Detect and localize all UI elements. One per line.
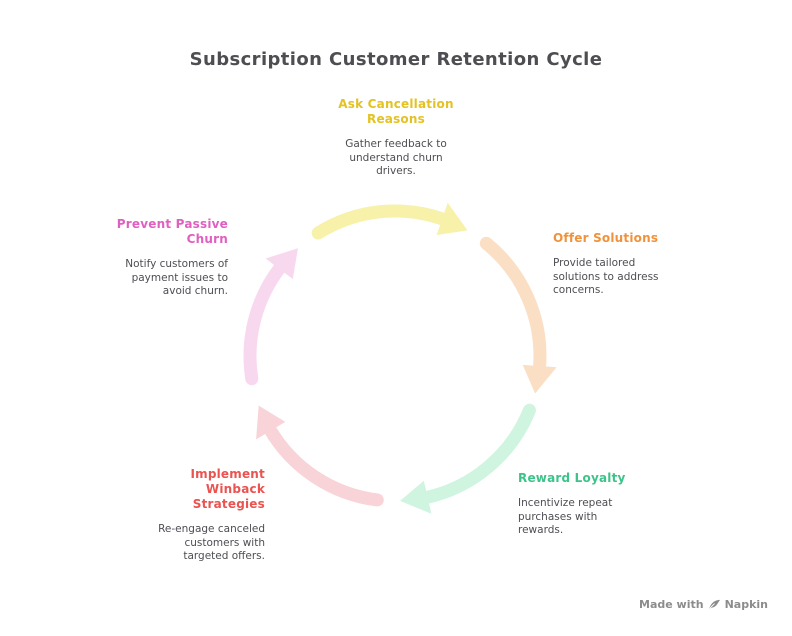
cycle-arrowhead-prevent-passive-churn (265, 248, 298, 279)
node-prevent-passive-churn: Prevent Passive Churn Notify customers o… (58, 217, 228, 299)
cycle-arrow-offer-solutions (479, 236, 547, 376)
node-description-reward-loyalty: Incentivize repeat purchases with reward… (518, 497, 613, 536)
node-title-ask-cancellation-reasons: Ask Cancellation Reasons (338, 97, 454, 126)
cycle-arrowhead-ask-cancellation-reasons (436, 202, 468, 235)
node-offer-solutions: Offer Solutions Provide tailored solutio… (553, 231, 698, 298)
diagram-title: Subscription Customer Retention Cycle (189, 49, 603, 70)
cycle-arrowhead-implement-winback-strategies (256, 405, 286, 440)
node-ask-cancellation-reasons: Ask Cancellation Reasons Gather feedback… (306, 97, 486, 179)
cycle-arrow-implement-winback-strategies (262, 422, 384, 507)
node-description-ask-cancellation-reasons: Gather feedback to understand churn driv… (345, 138, 447, 177)
node-description-implement-winback-strategies: Re-engage canceled customers with target… (158, 523, 265, 562)
node-title-reward-loyalty: Reward Loyalty (518, 471, 626, 485)
node-implement-winback-strategies: Implement Winback Strategies Re-engage c… (100, 467, 265, 564)
napkin-watermark: Made with Napkin (639, 598, 768, 611)
node-title-offer-solutions: Offer Solutions (553, 231, 659, 245)
node-title-implement-winback-strategies: Implement Winback Strategies (190, 467, 265, 511)
watermark-made-with-label: Made with (639, 598, 704, 611)
watermark-brand-label: Napkin (724, 598, 768, 611)
node-title-prevent-passive-churn: Prevent Passive Churn (116, 217, 228, 246)
cycle-arrowhead-offer-solutions (522, 364, 557, 394)
cycle-arrow-ask-cancellation-reasons (311, 204, 452, 240)
node-description-offer-solutions: Provide tailored solutions to address co… (553, 257, 659, 296)
node-description-prevent-passive-churn: Notify customers of payment issues to av… (125, 258, 228, 297)
cycle-arrow-reward-loyalty (418, 403, 536, 505)
node-reward-loyalty: Reward Loyalty Incentivize repeat purcha… (518, 471, 663, 538)
pen-icon (708, 599, 720, 610)
cycle-arrowhead-reward-loyalty (400, 480, 432, 514)
cycle-arrow-prevent-passive-churn (243, 260, 288, 386)
